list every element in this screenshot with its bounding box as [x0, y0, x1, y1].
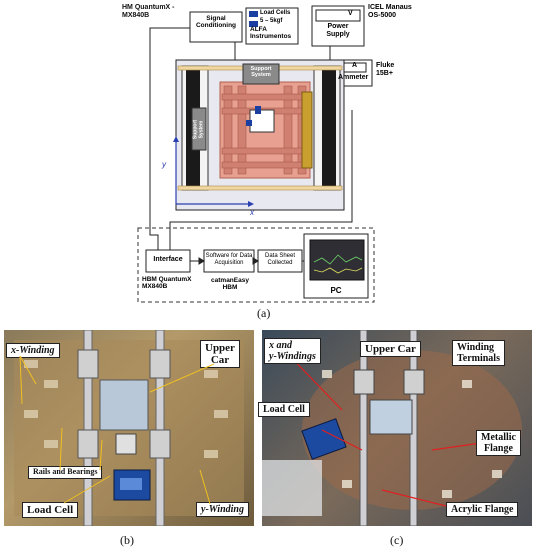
interface-label: Interface	[153, 256, 183, 263]
ammeter-label: Ammeter	[338, 74, 369, 81]
load-cell-callout-c: Load Cell	[258, 402, 310, 417]
catman-label: catmanEasy HBM	[211, 277, 249, 292]
support-system-left	[191, 107, 207, 151]
x-winding-callout: x-Winding	[6, 343, 60, 358]
voltmeter-unit: V	[348, 10, 353, 17]
axis-y-label: y	[162, 160, 166, 169]
support-left-label: Support System	[192, 119, 205, 140]
power-supply-label: Power Supply	[326, 23, 350, 38]
data-sheet-label: Data Sheet Collected	[264, 253, 296, 266]
ammeter-unit: A	[352, 62, 358, 69]
load-cell-display-1	[249, 11, 258, 17]
y-winding-strip	[301, 91, 313, 169]
y-winding-callout: y-Winding	[196, 502, 249, 517]
hbm-bottom-label: HBM QuantumX MX840B	[142, 276, 192, 291]
photo-panel-c	[262, 330, 532, 526]
alfa-label: ALFA Instrumentos	[250, 26, 292, 40]
xy-windings-callout: x and y-Windings	[264, 338, 321, 364]
load-cell-blue	[255, 106, 261, 114]
pc-screen	[309, 239, 365, 281]
caption-a: (a)	[257, 306, 271, 320]
signal-conditioning-label: Signal Conditioning	[195, 15, 237, 30]
load-cell-display-2	[249, 21, 258, 27]
schematic-panel-a	[137, 5, 375, 303]
load-cell-callout-b: Load Cell	[22, 502, 79, 519]
acrylic-flange-callout: Acrylic Flange	[446, 502, 519, 517]
winding-terminals-callout: Winding Terminals	[452, 340, 505, 366]
wire-ammeter	[169, 110, 353, 252]
upper-car-callout-c: Upper Car	[360, 341, 421, 358]
metallic-flange-callout: Metallic Flange	[476, 430, 521, 456]
signal-conditioning-box	[189, 11, 243, 43]
wire-left-loop	[149, 27, 190, 252]
axis-x-label: x	[250, 208, 254, 217]
caption-b: (b)	[120, 533, 134, 547]
software-label: Software for Data Acquisition	[205, 253, 253, 266]
icel-label: ICEL Manaus OS-5000	[368, 4, 412, 19]
rails-callout: Rails and Bearings	[28, 466, 103, 479]
support-system-top	[242, 63, 280, 85]
load-cells-label: Load Cells 5 – 5kgf	[260, 10, 291, 24]
pc-label: PC	[330, 286, 342, 295]
fluke-label: Fluke 15B+	[376, 62, 395, 77]
pc-box	[303, 233, 369, 299]
support-top-label: Support System	[250, 66, 272, 79]
photo-c-scene	[262, 330, 522, 526]
upper-car	[249, 109, 275, 133]
upper-car-callout-b: Upper Car	[200, 340, 240, 369]
voltmeter-display	[315, 9, 361, 22]
caption-c: (c)	[390, 533, 404, 547]
hbm-top-label: HM QuantumX - MX840B	[122, 4, 175, 19]
acquisition-dashed-box	[137, 227, 375, 303]
